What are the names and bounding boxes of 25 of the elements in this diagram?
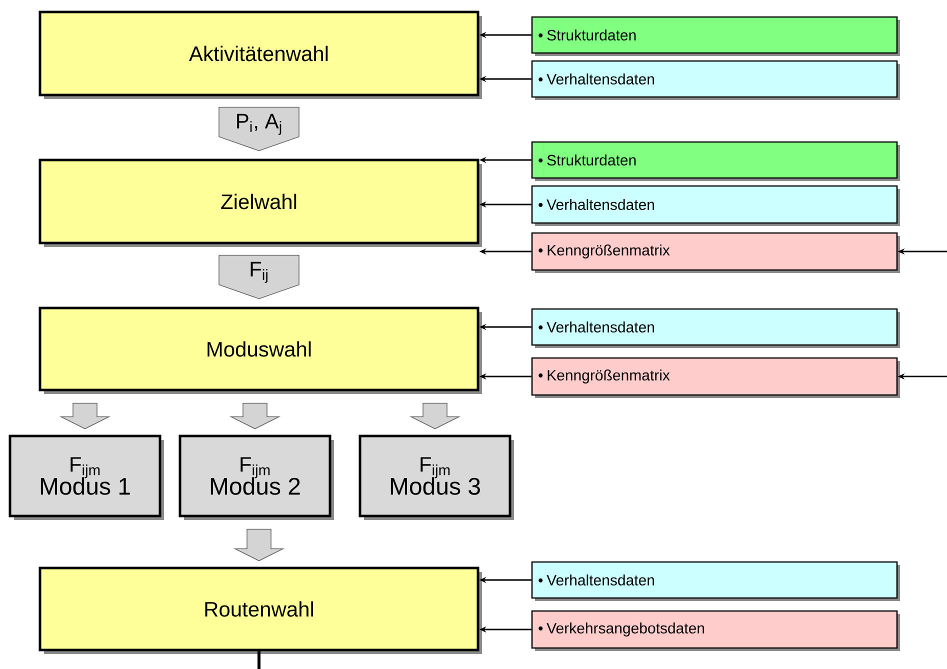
input-data-box: • Verhaltensdaten <box>531 185 900 226</box>
process-box: Moduswahl <box>38 306 482 394</box>
input-data-box: • Kenngrößenmatrix <box>531 232 900 273</box>
input-data-box: • Verkehrsangebotsdaten <box>531 610 900 651</box>
flow-arrow <box>229 402 281 430</box>
input-data-box: • Strukturdaten <box>531 141 900 181</box>
process-box: Zielwahl <box>38 158 482 247</box>
edge-label: F$_{ij}$ <box>250 262 268 283</box>
flow-arrow <box>59 402 111 430</box>
input-data-box: • Verhaltensdaten <box>531 561 900 601</box>
edge-label: P$_{i}$, A$_{j}$ <box>237 114 282 135</box>
input-data-box: • Verhaltensdaten <box>531 60 900 100</box>
input-data-box: • Verhaltensdaten <box>531 308 900 348</box>
process-box: Aktivitätenwahl <box>38 10 482 99</box>
input-data-box: • Strukturdaten <box>531 16 900 56</box>
process-box: Routenwahl <box>38 566 482 654</box>
flow-arrow <box>218 254 300 300</box>
flow-arrow <box>409 402 461 430</box>
result-box: F$_{ijm}$ Modus 3 <box>358 434 514 520</box>
flow-arrow <box>233 528 285 562</box>
result-box: F$_{ijm}$ Modus 2 <box>178 434 334 520</box>
connector-line <box>258 651 260 669</box>
result-box: F$_{ijm}$ Modus 1 <box>8 434 164 520</box>
input-data-box: • Kenngrößenmatrix <box>531 357 900 398</box>
flow-arrow <box>218 106 300 152</box>
